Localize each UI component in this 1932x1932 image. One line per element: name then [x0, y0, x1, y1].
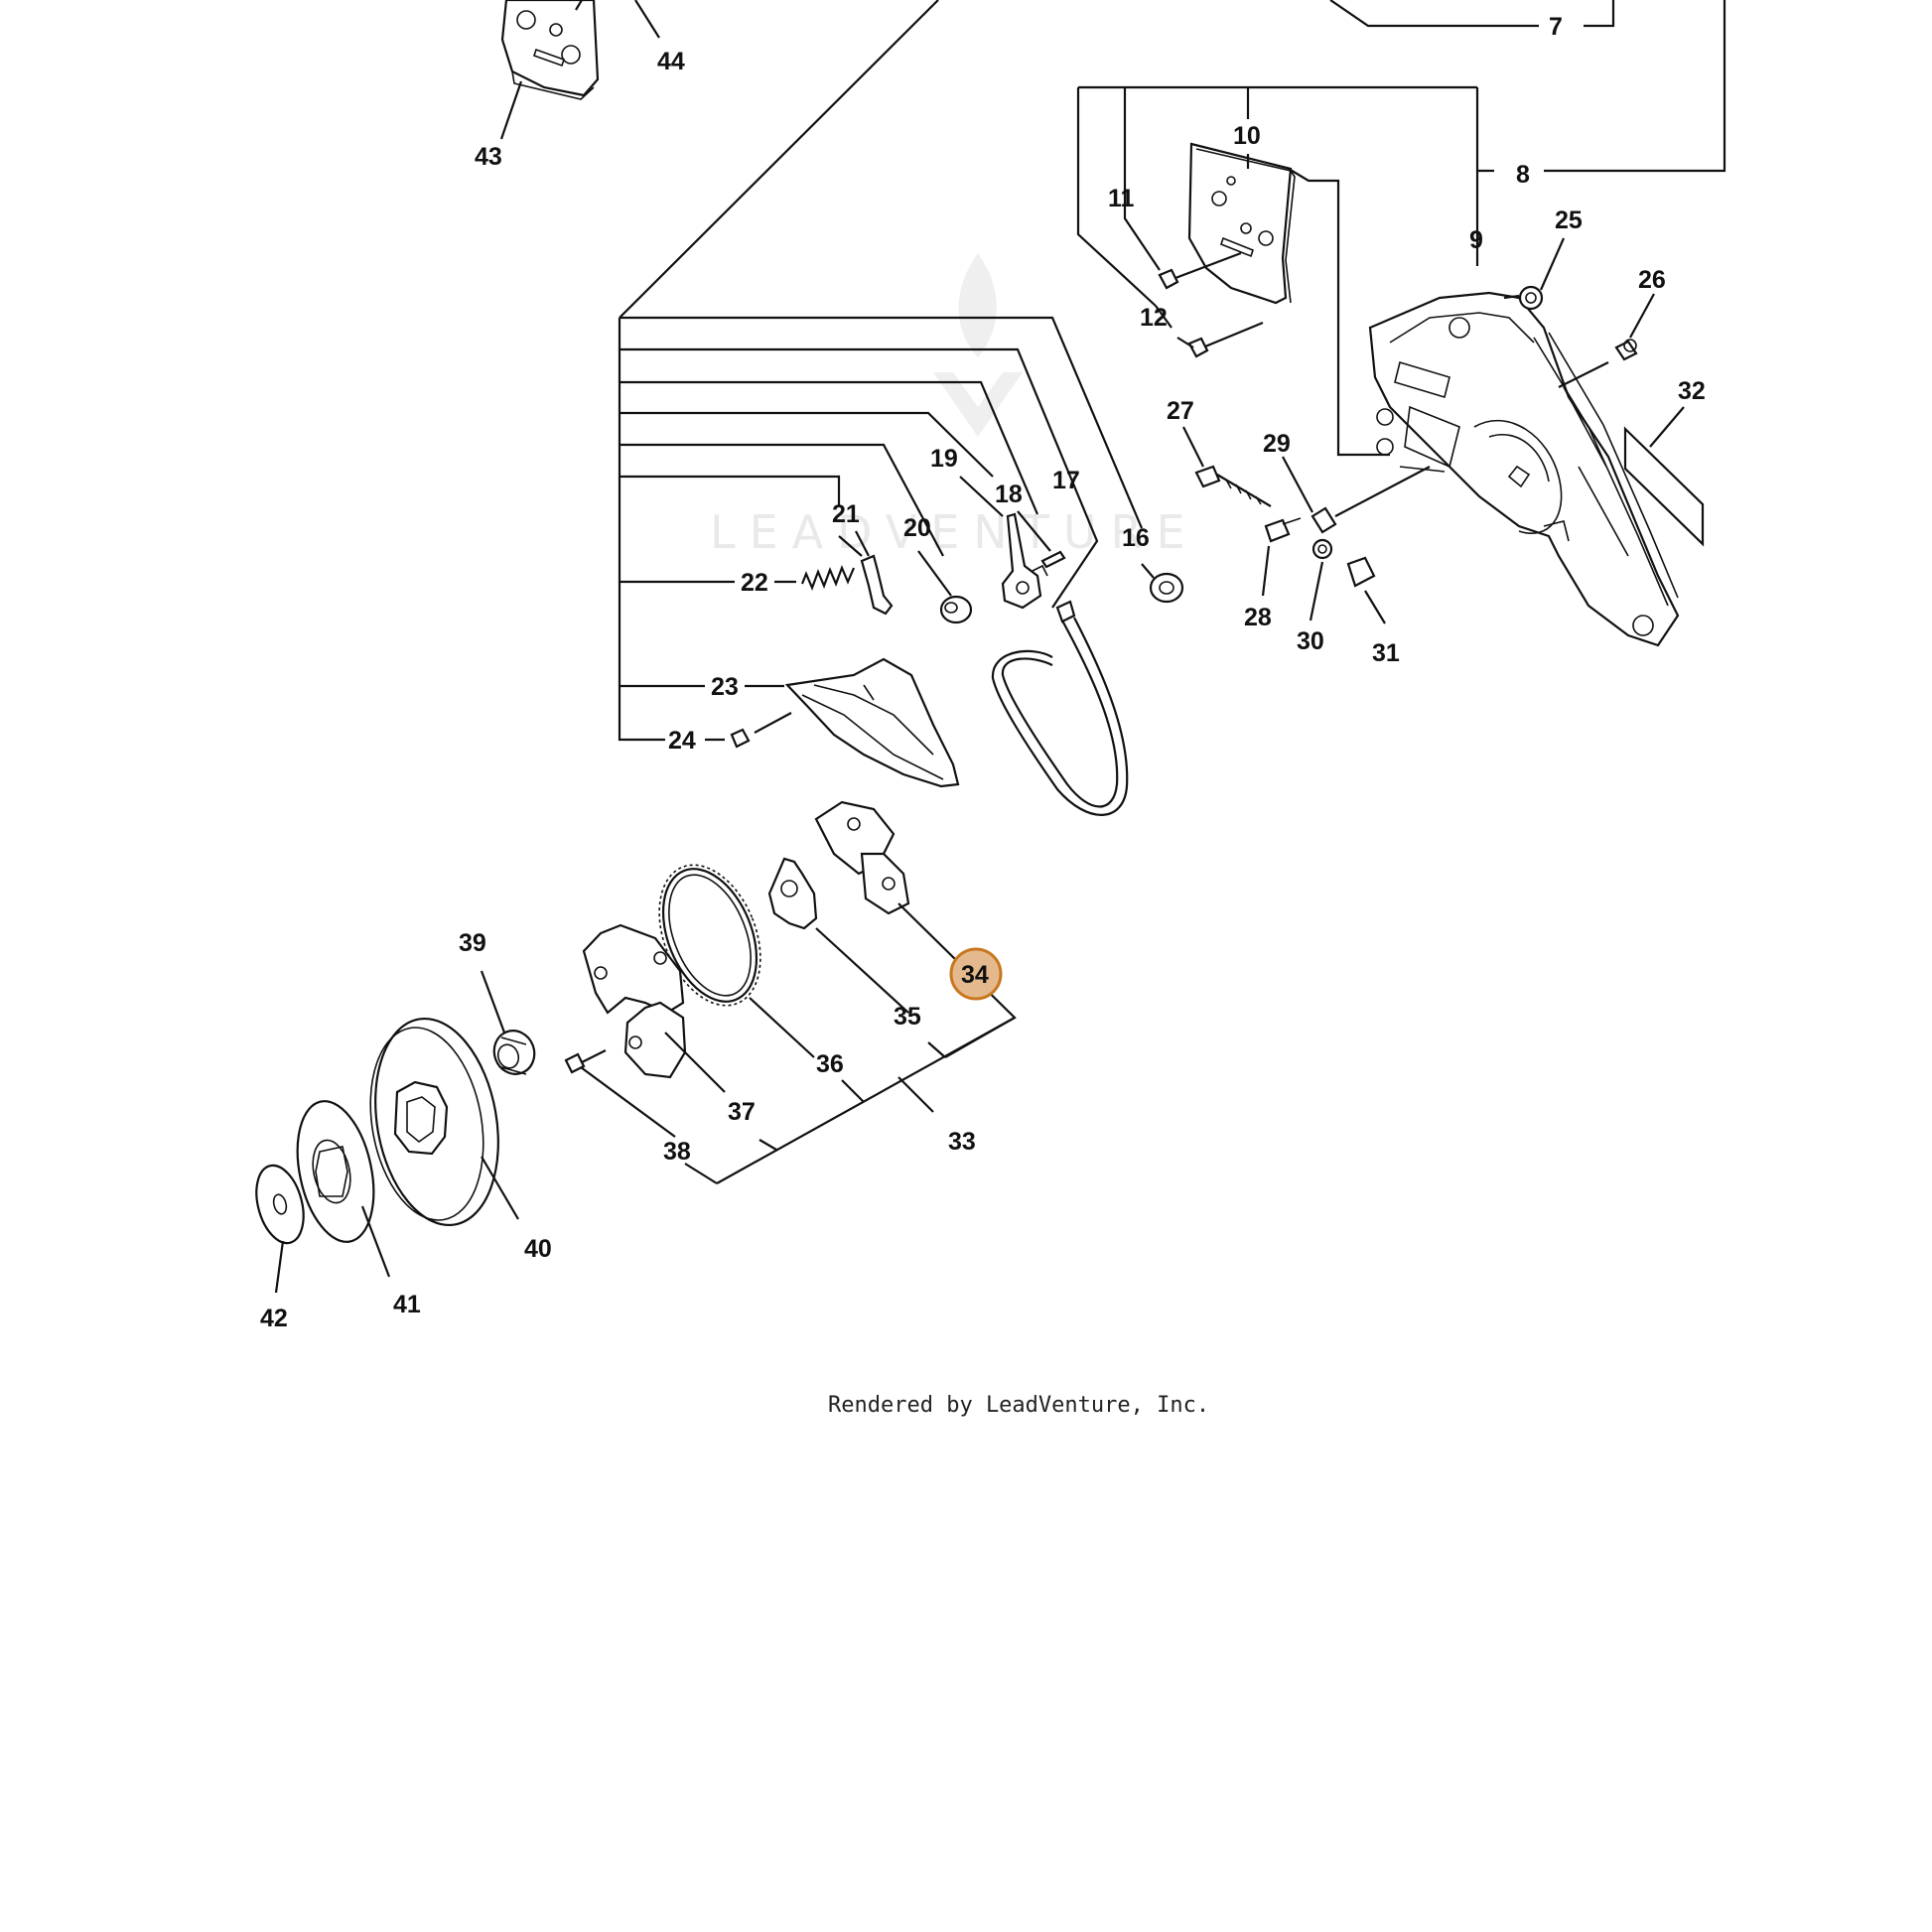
callout-17[interactable]: 17	[1052, 467, 1080, 494]
callout-26[interactable]: 26	[1638, 266, 1666, 294]
callout-32[interactable]: 32	[1678, 377, 1706, 405]
part-17-brake-band	[991, 600, 1129, 816]
part-29-adjuster	[1311, 506, 1337, 534]
callout-35[interactable]: 35	[894, 1003, 921, 1031]
callout-18[interactable]: 18	[995, 481, 1023, 508]
part-22-spring	[800, 565, 856, 591]
part-37-clutch-shoes	[582, 923, 687, 1079]
callout-25[interactable]: 25	[1555, 207, 1583, 234]
callout-37[interactable]: 37	[728, 1098, 756, 1126]
callout-19[interactable]: 19	[930, 445, 958, 473]
part-12-screw	[1187, 321, 1264, 358]
callout-39[interactable]: 39	[459, 929, 486, 957]
callout-36[interactable]: 36	[816, 1050, 844, 1078]
callout-11[interactable]: 11	[1108, 185, 1135, 212]
part-43-44-gasket	[500, 0, 600, 100]
part-23-cover	[784, 657, 960, 788]
callout-7[interactable]: 7	[1549, 13, 1563, 41]
part-28-pin	[1264, 517, 1302, 543]
callout-34[interactable]: 34	[961, 961, 989, 989]
part-38-screw	[564, 1049, 607, 1074]
watermark: LEADVENTURE	[710, 253, 1199, 559]
callout-43[interactable]: 43	[475, 143, 502, 171]
footer-credit: Rendered by LeadVenture, Inc.	[828, 1393, 1209, 1418]
callout-27[interactable]: 27	[1167, 397, 1194, 425]
callout-16[interactable]: 16	[1122, 524, 1150, 552]
part-26-stud	[1614, 339, 1638, 361]
part-18-pin	[1040, 550, 1066, 569]
callout-29[interactable]: 29	[1263, 430, 1291, 458]
part-16-bushing	[1149, 572, 1184, 604]
callout-10[interactable]: 10	[1233, 122, 1261, 150]
callout-38[interactable]: 38	[663, 1138, 691, 1166]
callout-24[interactable]: 24	[668, 727, 696, 755]
part-30-gear	[1311, 538, 1333, 560]
callout-8[interactable]: 8	[1516, 161, 1530, 189]
part-41-rim-sprocket	[296, 1100, 375, 1243]
part-21-latch	[860, 554, 894, 616]
part-39-needle-bearing	[492, 1030, 536, 1075]
part-31-block	[1346, 556, 1376, 588]
part-10-bar-plate	[1187, 142, 1296, 305]
part-34-plates	[814, 800, 910, 915]
part-32-label	[1623, 426, 1705, 547]
part-40-clutch-drum	[369, 1017, 499, 1227]
callout-41[interactable]: 41	[393, 1291, 421, 1318]
callout-20[interactable]: 20	[903, 514, 931, 542]
part-19-lever	[1001, 512, 1048, 610]
callout-28[interactable]: 28	[1244, 604, 1272, 631]
callout-33[interactable]: 33	[948, 1128, 976, 1156]
callout-30[interactable]: 30	[1297, 627, 1324, 655]
callout-44[interactable]: 44	[657, 48, 685, 75]
part-42-washer	[255, 1164, 305, 1245]
part-25-nut	[1518, 285, 1544, 311]
callout-labels: 7 8 9 10 11 12 16 17 18 19 20 21 22 23 2…	[260, 13, 1706, 1332]
part-35-hub	[767, 857, 818, 930]
callout-21[interactable]: 21	[832, 500, 860, 528]
highlight-circle[interactable]	[949, 947, 1003, 1001]
leader-lines	[274, 0, 1726, 1294]
watermark-text: LEADVENTURE	[710, 505, 1199, 559]
highlight-marker-34[interactable]	[949, 947, 1003, 1001]
callout-23[interactable]: 23	[711, 673, 739, 701]
part-11-screw	[1158, 251, 1242, 290]
callout-22[interactable]: 22	[741, 569, 768, 597]
part-24-screw	[730, 728, 751, 749]
callout-42[interactable]: 42	[260, 1305, 288, 1332]
callout-40[interactable]: 40	[524, 1235, 552, 1263]
callout-31[interactable]: 31	[1372, 639, 1400, 667]
part-20-bushing	[939, 595, 973, 624]
part-36-spring-ring	[658, 864, 761, 1007]
part-27-bolt	[1194, 465, 1272, 507]
callout-9[interactable]: 9	[1469, 226, 1483, 254]
callout-12[interactable]: 12	[1140, 304, 1168, 332]
